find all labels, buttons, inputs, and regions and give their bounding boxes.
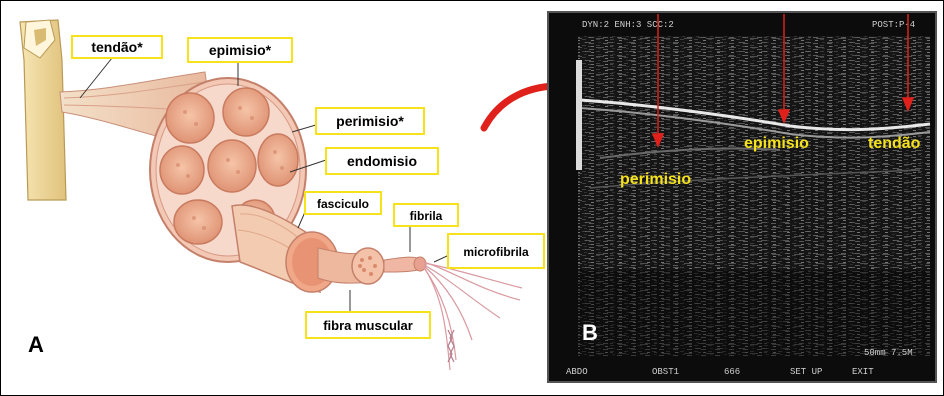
us-label-epimisio: epimisio xyxy=(744,135,809,152)
panel-b-ultrasound: DYN:2 ENH:3 SCC:2 POST:P-4 50mm 7.5M ABD… xyxy=(548,12,936,382)
panel-a-letter: A xyxy=(28,332,44,357)
label-epimisio: epimisio* xyxy=(209,42,272,58)
us-label-tendao: tendão xyxy=(868,135,921,152)
label-fasciculo: fasciculo xyxy=(317,197,369,211)
label-endomisio: endomisio xyxy=(347,153,417,169)
label-tendao: tendão* xyxy=(91,39,143,55)
us-menu-item: ABDO xyxy=(566,367,588,377)
panel-a-illustration xyxy=(20,20,522,370)
label-perimisio: perimisio* xyxy=(336,113,404,129)
label-microfibrila: microfibrila xyxy=(463,245,529,259)
us-label-perimisio: perimisio xyxy=(620,171,691,188)
us-menu-item: SET UP xyxy=(790,367,822,377)
us-menu-item: EXIT xyxy=(852,367,874,377)
label-fibrila: fibrila xyxy=(410,209,443,223)
label-fibra-muscular: fibra muscular xyxy=(323,318,413,333)
us-scale-text: 50mm 7.5M xyxy=(864,348,913,358)
panel-b-letter: B xyxy=(582,320,598,345)
us-menu-item: 666 xyxy=(724,367,740,377)
us-header-left: DYN:2 ENH:3 SCC:2 xyxy=(582,20,674,30)
us-menu-item: OBST1 xyxy=(652,367,679,377)
